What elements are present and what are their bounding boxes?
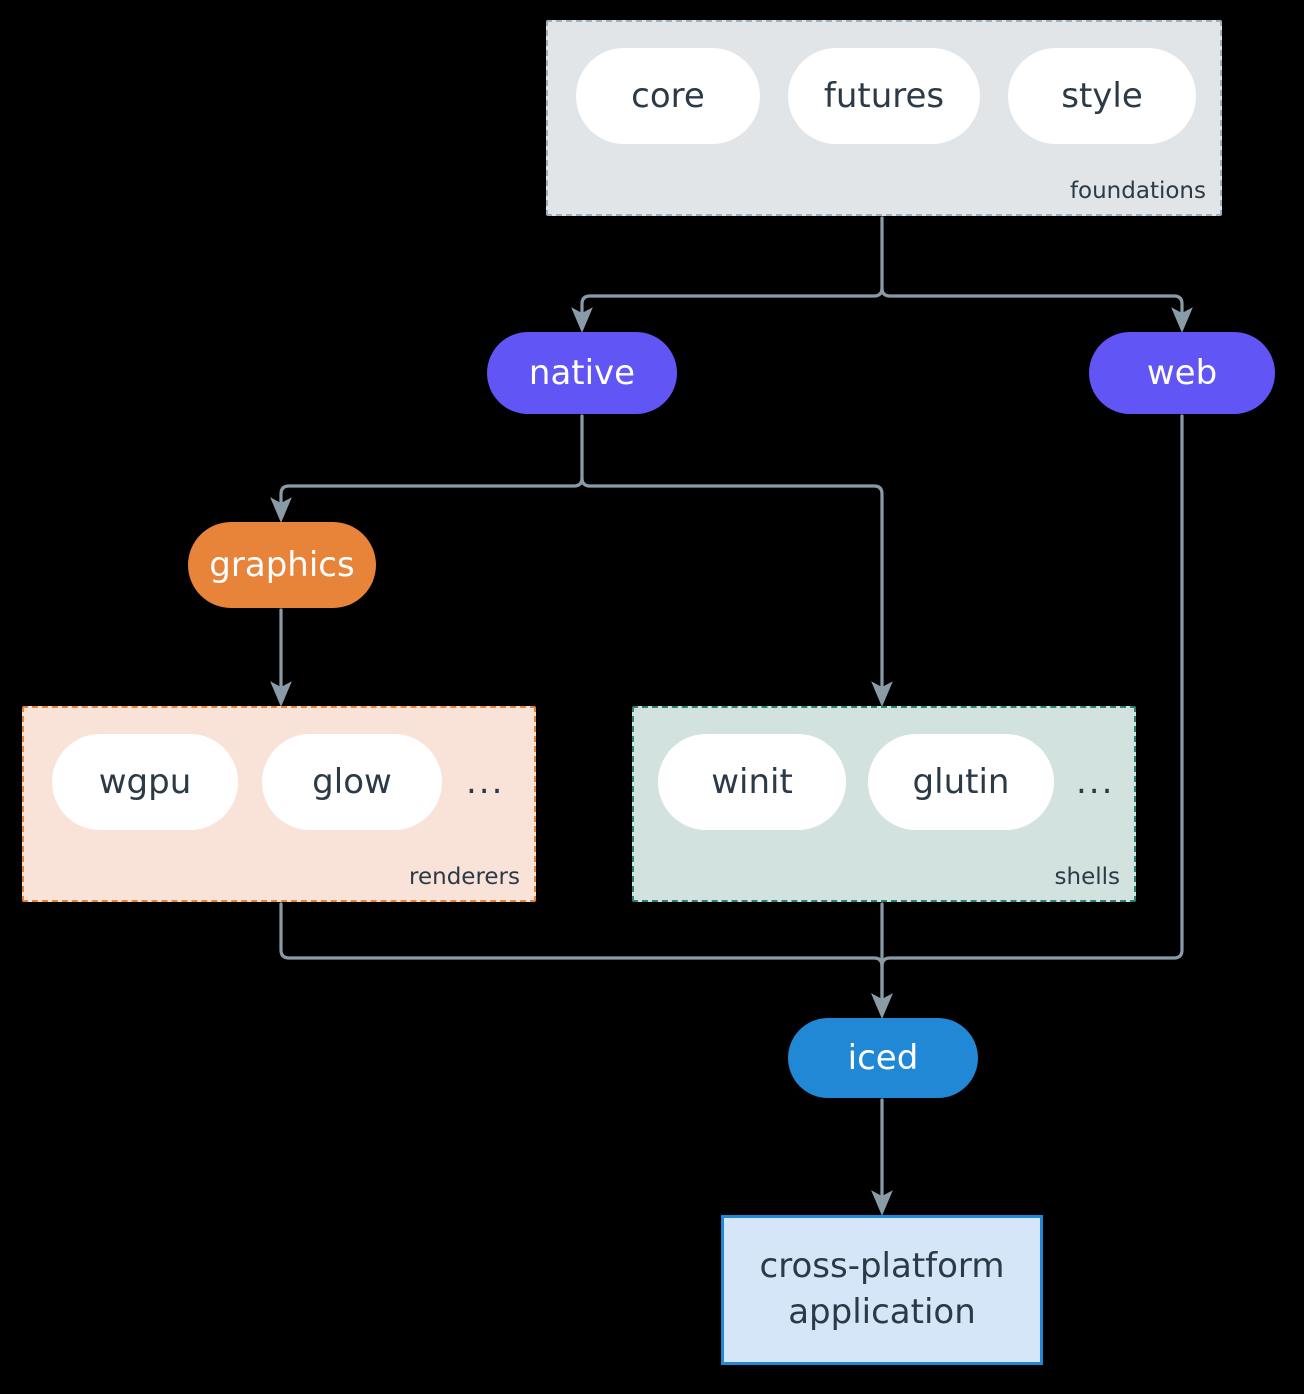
edge-foundations-web [880,286,1193,333]
edge-native-shells [580,476,893,707]
edge-native-graphics [270,414,584,523]
cluster-label-shells: shells [1054,864,1120,890]
leaf-glow[interactable]: glow [262,734,442,830]
application-label-line1: cross-platform [759,1246,1005,1287]
cluster-label-foundations: foundations [1069,178,1206,204]
leaf-style[interactable]: style [1008,48,1196,144]
application-label-line2: application [788,1292,976,1332]
node-native[interactable]: native [487,332,677,414]
edge-renderers-iced [279,902,893,1019]
node-cross-platform-application[interactable]: cross-platform application [721,1215,1043,1365]
leaf-futures[interactable]: futures [788,48,980,144]
cluster-shells: winit glutin ... shells [632,706,1136,902]
node-iced[interactable]: iced [788,1018,978,1098]
cluster-renderers: wgpu glow ... renderers [22,706,536,902]
leaf-winit[interactable]: winit [658,734,846,830]
cluster-foundations: core futures style foundations [546,20,1222,216]
node-web[interactable]: web [1089,332,1275,414]
node-graphics[interactable]: graphics [188,522,376,608]
leaf-wgpu[interactable]: wgpu [52,734,238,830]
cluster-label-renderers: renderers [409,864,520,890]
edge-foundations-native [571,216,884,333]
leaf-glutin[interactable]: glutin [868,734,1054,830]
shells-overflow-ellipsis: ... [1076,762,1115,802]
renderers-overflow-ellipsis: ... [466,762,505,802]
leaf-core[interactable]: core [576,48,760,144]
